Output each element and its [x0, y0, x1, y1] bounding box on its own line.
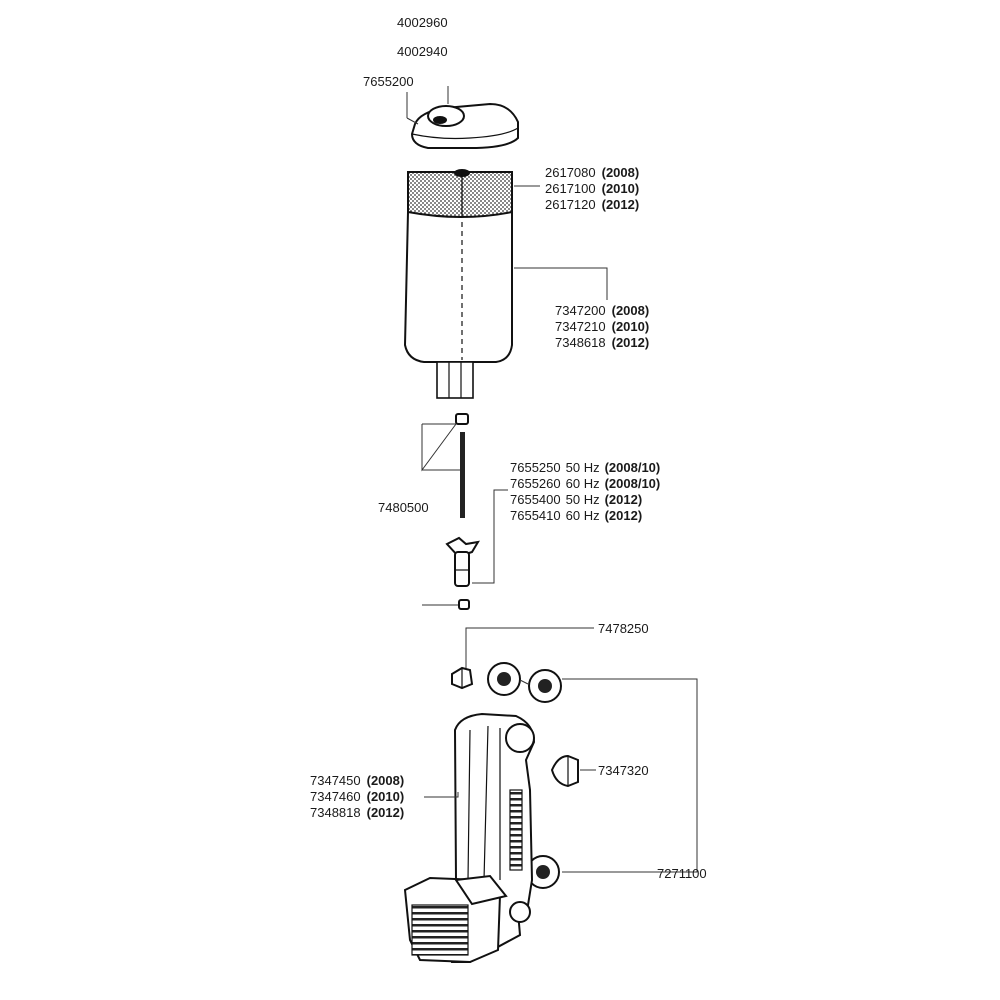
- label-nozzle: 7478250: [598, 621, 649, 636]
- label-top-1: 4002960: [397, 15, 448, 30]
- impeller-part: [445, 536, 480, 587]
- svg-text:7348818(2012): 7348818(2012): [310, 805, 404, 820]
- label-axle: 7480500: [378, 500, 429, 515]
- nozzle-part: [451, 666, 474, 690]
- pump-body-part: [403, 712, 536, 964]
- svg-text:7347210(2010): 7347210(2010): [555, 319, 649, 334]
- suction-cup-part-2: [528, 669, 562, 703]
- label-clip: 7347320: [598, 763, 649, 778]
- svg-text:7347450(2008): 7347450(2008): [310, 773, 404, 788]
- suction-cup-part-1: [487, 662, 521, 696]
- svg-text:7348618(2012): 7348618(2012): [555, 335, 649, 350]
- svg-text:2617120(2012): 2617120(2012): [545, 197, 639, 212]
- label-top-2: 4002940: [397, 44, 448, 59]
- housing-labels: 7347200(2008) 7347210(2010) 7348618(2012…: [555, 303, 649, 350]
- svg-text:7347460(2010): 7347460(2010): [310, 789, 404, 804]
- svg-text:7347200(2008): 7347200(2008): [555, 303, 649, 318]
- axle-part: [455, 413, 470, 610]
- svg-text:2617100(2010): 2617100(2010): [545, 181, 639, 196]
- filter-housing-part: [403, 210, 513, 399]
- cover-part: [406, 86, 519, 149]
- svg-text:2617080(2008): 2617080(2008): [545, 165, 639, 180]
- sponge-labels: 2617080(2008) 2617100(2010) 2617120(2012…: [545, 165, 639, 212]
- label-cover: 7655200: [363, 74, 414, 89]
- label-suction-cups: 7271100: [657, 866, 707, 881]
- clip-part: [550, 754, 579, 788]
- pump-labels: 7347450(2008) 7347460(2010) 7348818(2012…: [310, 773, 404, 820]
